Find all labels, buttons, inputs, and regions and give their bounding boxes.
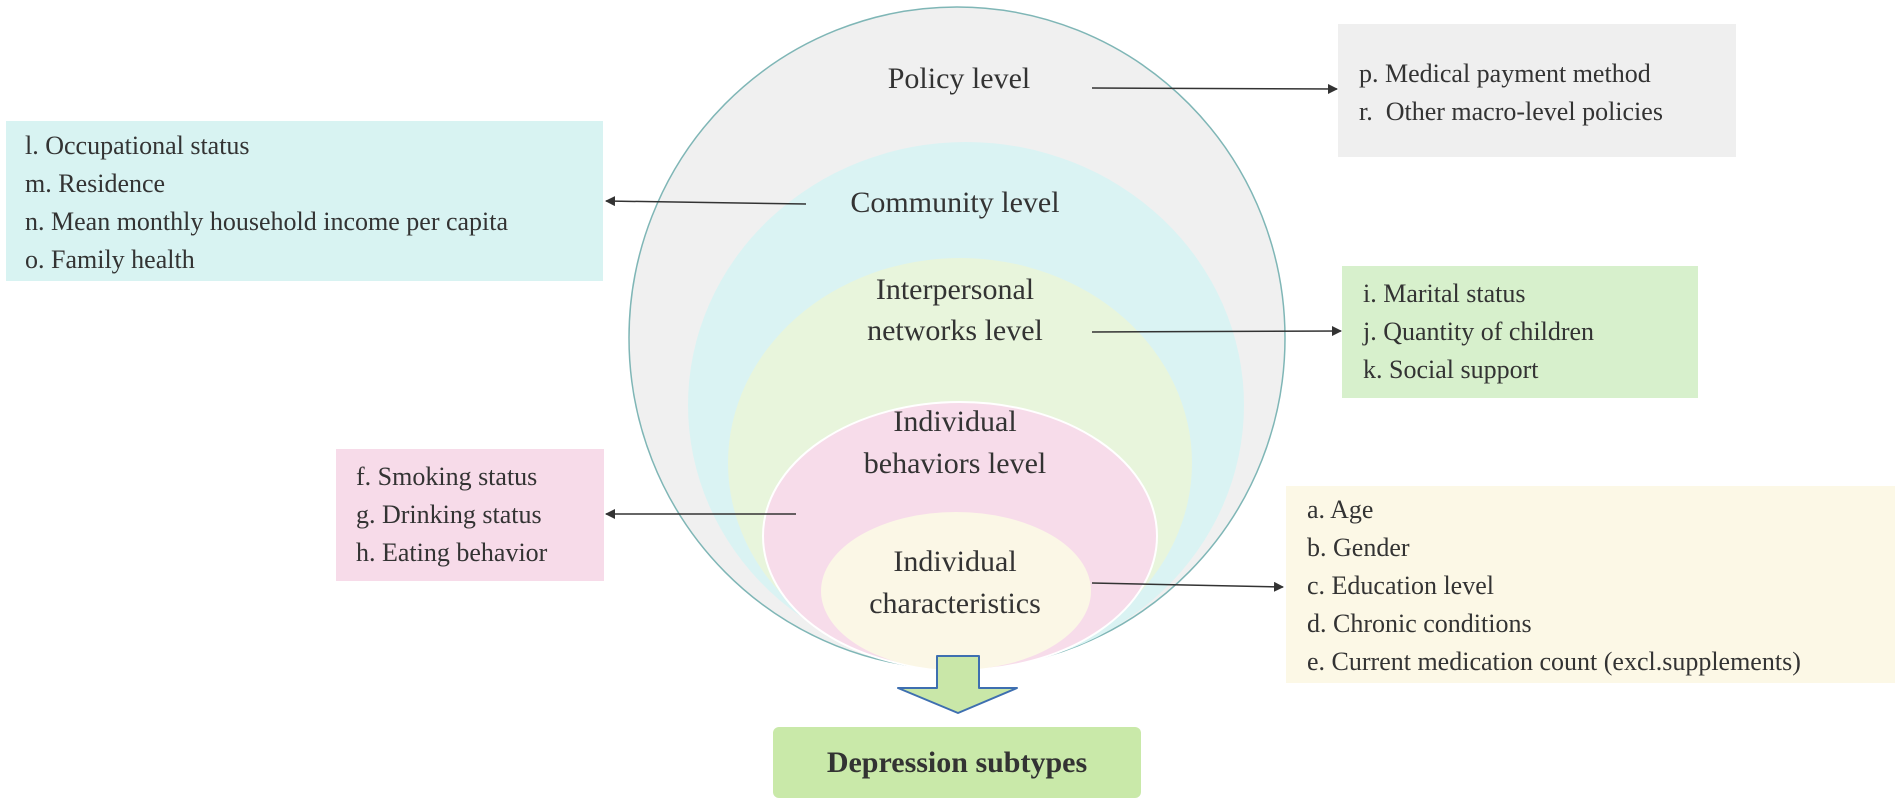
characteristics-factor-item: e. Current medication count (excl.supple… [1307, 647, 1801, 676]
community-level-label: Community level [850, 186, 1059, 219]
characteristics-factor-item: c. Education level [1307, 571, 1494, 600]
behaviors-factor-item: h. Eating behavior [356, 538, 548, 567]
outcome-label: Depression subtypes [826, 745, 1088, 779]
behaviors-factor-item: f. Smoking status [356, 462, 538, 491]
behaviors-level-label-line2: behaviors level [864, 447, 1046, 480]
characteristics-factor-item: b. Gender [1307, 533, 1410, 562]
policy-factor-item: p. Medical payment method [1359, 59, 1651, 88]
policy-factor-item: r. Other macro-level policies [1359, 97, 1663, 126]
behaviors-factor-item: g. Drinking status [356, 500, 542, 529]
characteristics-level-circle [821, 512, 1091, 670]
interpersonal-factors-box: i. Marital status j. Quantity of childre… [1342, 266, 1698, 398]
depression-subtypes-outcome-box: Depression subtypes [773, 727, 1141, 798]
community-factors-box: l. Occupational status m. Residence n. M… [6, 121, 603, 281]
policy-factors-box: p. Medical payment method r. Other macro… [1338, 24, 1736, 157]
community-arrow [605, 196, 807, 207]
community-factor-item: l. Occupational status [25, 131, 250, 160]
characteristics-arrow [1091, 581, 1284, 592]
behaviors-level-label-line1: Individual [893, 405, 1016, 438]
down-arrow-icon [897, 655, 1018, 714]
characteristics-factors-box: a. Age b. Gender c. Education level d. C… [1286, 486, 1895, 683]
interpersonal-factor-item: k. Social support [1363, 355, 1539, 384]
interpersonal-factor-item: j. Quantity of children [1363, 317, 1595, 346]
interpersonal-factor-item: i. Marital status [1363, 279, 1526, 308]
interpersonal-level-label-line1: Interpersonal [876, 273, 1034, 306]
community-factor-item: m. Residence [25, 169, 166, 198]
policy-level-label: Policy level [888, 62, 1030, 95]
interpersonal-level-label-line2: networks level [867, 314, 1043, 347]
behaviors-factors-box: f. Smoking status g. Drinking status h. … [336, 449, 604, 581]
characteristics-factor-item: d. Chronic conditions [1307, 609, 1532, 638]
interpersonal-arrow [1091, 326, 1342, 337]
characteristics-level-label-line2: characteristics [869, 587, 1041, 620]
characteristics-factor-item: a. Age [1307, 495, 1374, 524]
policy-arrow [1091, 83, 1338, 94]
community-factor-item: n. Mean monthly household income per cap… [25, 207, 509, 236]
characteristics-level-label-line1: Individual [893, 545, 1016, 578]
community-factor-item: o. Family health [25, 245, 195, 274]
